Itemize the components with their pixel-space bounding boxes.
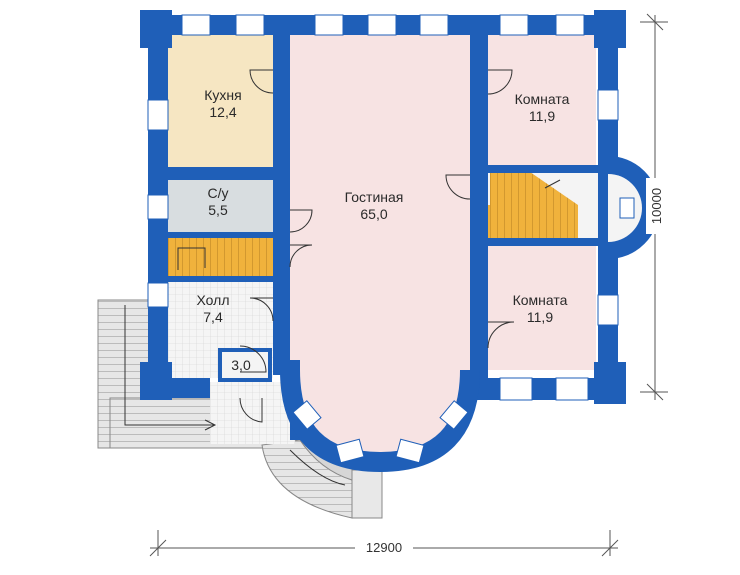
room-bottom-area: 11,9 <box>527 309 553 325</box>
room-top-area: 11,9 <box>529 108 555 124</box>
kitchen-floor <box>168 35 273 167</box>
closet <box>218 348 272 382</box>
width-dimension: 12900 <box>149 530 619 557</box>
room-top-name: Комната <box>515 91 570 107</box>
room-top-floor <box>488 35 596 165</box>
living-floor <box>290 35 470 455</box>
vestibule-floor <box>210 382 295 444</box>
inner-stairs <box>168 236 273 276</box>
closet-area: 3,0 <box>231 357 251 373</box>
living-name: Гостиная <box>345 189 404 205</box>
kitchen-name: Кухня <box>204 87 241 103</box>
width-label: 12900 <box>366 540 402 555</box>
room-bottom-floor <box>488 245 596 370</box>
entry-door <box>239 397 263 423</box>
hall-name: Холл <box>197 292 230 308</box>
bath-door <box>289 209 313 233</box>
closet-door <box>239 345 267 373</box>
stairs-door <box>289 244 313 268</box>
hall-door <box>249 297 274 322</box>
doors <box>239 69 515 423</box>
stairs-lower <box>478 205 578 239</box>
living-area: 65,0 <box>360 206 387 222</box>
hall-area: 7,4 <box>203 309 223 325</box>
windows <box>147 14 635 464</box>
room-bottom-name: Комната <box>513 292 568 308</box>
stair-arrows <box>124 179 561 486</box>
room-bottom-door <box>487 321 515 349</box>
depth-label: 10000 <box>649 188 664 224</box>
kitchen-area: 12,4 <box>209 104 236 120</box>
kitchen-door <box>249 69 274 94</box>
bathroom-floor <box>168 180 273 232</box>
bathroom-name: С/у <box>208 185 229 201</box>
room-floors <box>168 35 605 455</box>
depth-dimension: 10000 <box>640 13 668 401</box>
room-top-door <box>487 69 513 95</box>
stairs-upper <box>490 172 578 205</box>
stair-hall-door <box>445 174 471 200</box>
bathroom-area: 5,5 <box>208 202 228 218</box>
